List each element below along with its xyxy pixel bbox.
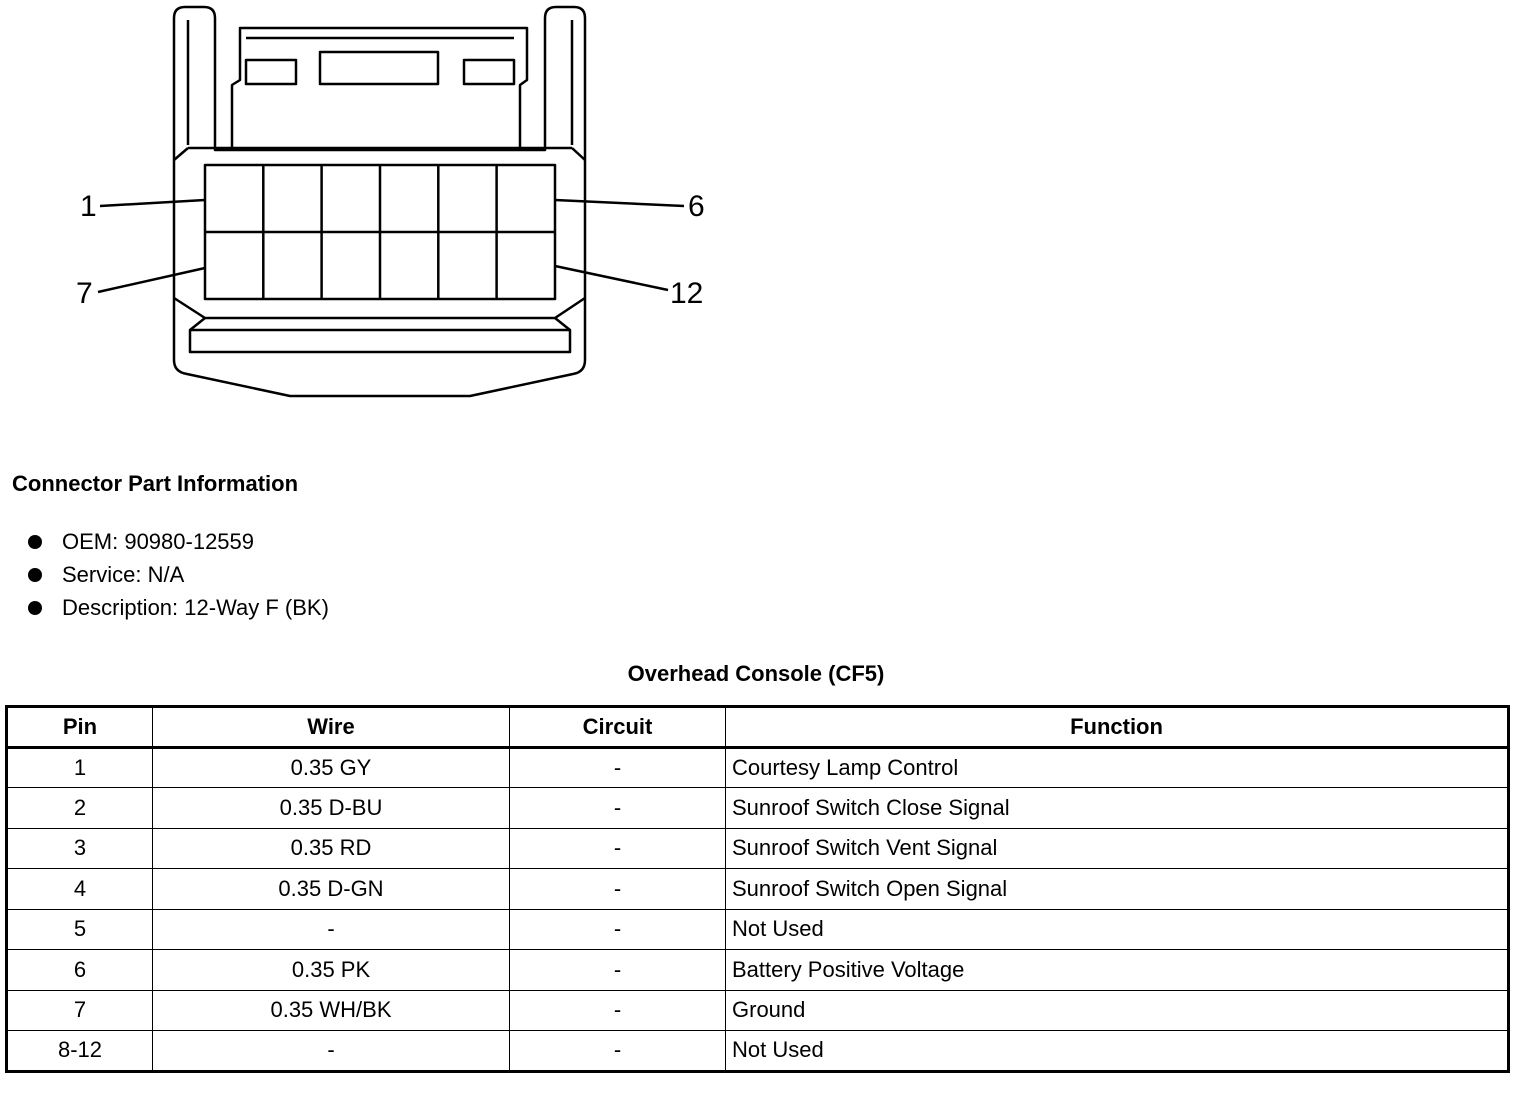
cell-function: Battery Positive Voltage — [725, 949, 1509, 991]
cell-circuit: - — [509, 868, 726, 910]
list-item: Service: N/A — [28, 558, 329, 591]
cell-pin: 4 — [6, 868, 153, 910]
bullet-icon — [28, 600, 42, 615]
part-info-title: Connector Part Information — [12, 471, 299, 496]
cell-wire: 0.35 PK — [152, 949, 510, 991]
cell-function: Not Used — [725, 908, 1509, 950]
bullet-icon — [28, 534, 42, 549]
leader-line-pin-7 — [97, 266, 206, 294]
table-row: 1 0.35 GY - Courtesy Lamp Control — [6, 746, 1509, 788]
list-item: OEM: 90980-12559 — [28, 525, 329, 558]
part-info-list: OEM: 90980-12559 Service: N/A Descriptio… — [28, 525, 329, 624]
cell-wire: 0.35 GY — [152, 746, 510, 788]
cell-pin: 1 — [6, 746, 153, 788]
cell-function: Ground — [725, 989, 1509, 1031]
table-row: 3 0.35 RD - Sunroof Switch Vent Signal — [6, 827, 1509, 869]
header-circuit: Circuit — [509, 706, 726, 749]
lock-tab-center — [318, 50, 440, 86]
table-header-row: Pin Wire Circuit Function — [6, 706, 1509, 749]
table-row: 2 0.35 D-BU - Sunroof Switch Close Signa… — [6, 787, 1509, 829]
cell-pin: 6 — [6, 949, 153, 991]
cell-function: Sunroof Switch Open Signal — [725, 868, 1509, 910]
cell-wire: 0.35 D-BU — [152, 787, 510, 829]
header-wire: Wire — [152, 706, 510, 749]
connector-face-diagram: 1 6 7 12 — [76, 5, 705, 398]
pin-label-6: 6 — [688, 190, 705, 223]
cell-pin: 7 — [6, 989, 153, 1031]
cell-circuit: - — [509, 949, 726, 991]
cell-circuit: - — [509, 787, 726, 829]
table-row: 8-12 - - Not Used — [6, 1030, 1509, 1072]
cell-wire: - — [152, 1030, 510, 1072]
bottom-rail-joint — [189, 317, 571, 331]
cell-function: Not Used — [725, 1030, 1509, 1072]
bottom-rail-lower — [188, 328, 572, 354]
pin-label-7: 7 — [76, 277, 93, 310]
pin-label-12: 12 — [670, 277, 703, 310]
cell-function: Sunroof Switch Close Signal — [725, 787, 1509, 829]
cell-circuit: - — [509, 908, 726, 950]
table-row: 6 0.35 PK - Battery Positive Voltage — [6, 949, 1509, 991]
cell-function: Courtesy Lamp Control — [725, 746, 1509, 788]
lock-tab-right — [462, 58, 516, 86]
cell-pin: 3 — [6, 827, 153, 869]
cell-circuit: - — [509, 746, 726, 788]
connector-housing-outline — [172, 5, 587, 398]
lock-tab-left — [244, 58, 298, 86]
cell-pin: 2 — [6, 787, 153, 829]
cavity-grid — [205, 165, 555, 299]
header-pin: Pin — [6, 706, 153, 749]
oem-value: OEM: 90980-12559 — [62, 528, 255, 554]
cell-circuit: - — [509, 989, 726, 1031]
cell-function: Sunroof Switch Vent Signal — [725, 827, 1509, 869]
cell-circuit: - — [509, 1030, 726, 1072]
leader-line-pin-1 — [99, 198, 206, 208]
bottom-rail-upper — [173, 296, 586, 320]
cell-wire: 0.35 D-GN — [152, 868, 510, 910]
table-row: 7 0.35 WH/BK - Ground — [6, 989, 1509, 1031]
table-row: 4 0.35 D-GN - Sunroof Switch Open Signal — [6, 868, 1509, 910]
leader-line-pin-6 — [554, 198, 685, 208]
pin-label-1: 1 — [80, 190, 97, 223]
cell-wire: 0.35 RD — [152, 827, 510, 869]
list-item: Description: 12-Way F (BK) — [28, 591, 329, 624]
description-value: Description: 12-Way F (BK) — [62, 594, 329, 620]
cell-wire: - — [152, 908, 510, 950]
table-title: Overhead Console (CF5) — [627, 661, 885, 686]
cell-pin: 8-12 — [6, 1030, 153, 1072]
bullet-icon — [28, 567, 42, 582]
cell-pin: 5 — [6, 908, 153, 950]
cell-circuit: - — [509, 827, 726, 869]
top-lock-block — [230, 26, 529, 150]
header-function: Function — [725, 706, 1509, 749]
inner-body-bevel — [173, 146, 586, 161]
cell-wire: 0.35 WH/BK — [152, 989, 510, 1031]
table-row: 5 - - Not Used — [6, 908, 1509, 950]
pinout-table: Pin Wire Circuit Function 1 0.35 GY - Co… — [5, 705, 1510, 1073]
leader-line-pin-12 — [554, 264, 669, 292]
service-value: Service: N/A — [62, 561, 185, 587]
